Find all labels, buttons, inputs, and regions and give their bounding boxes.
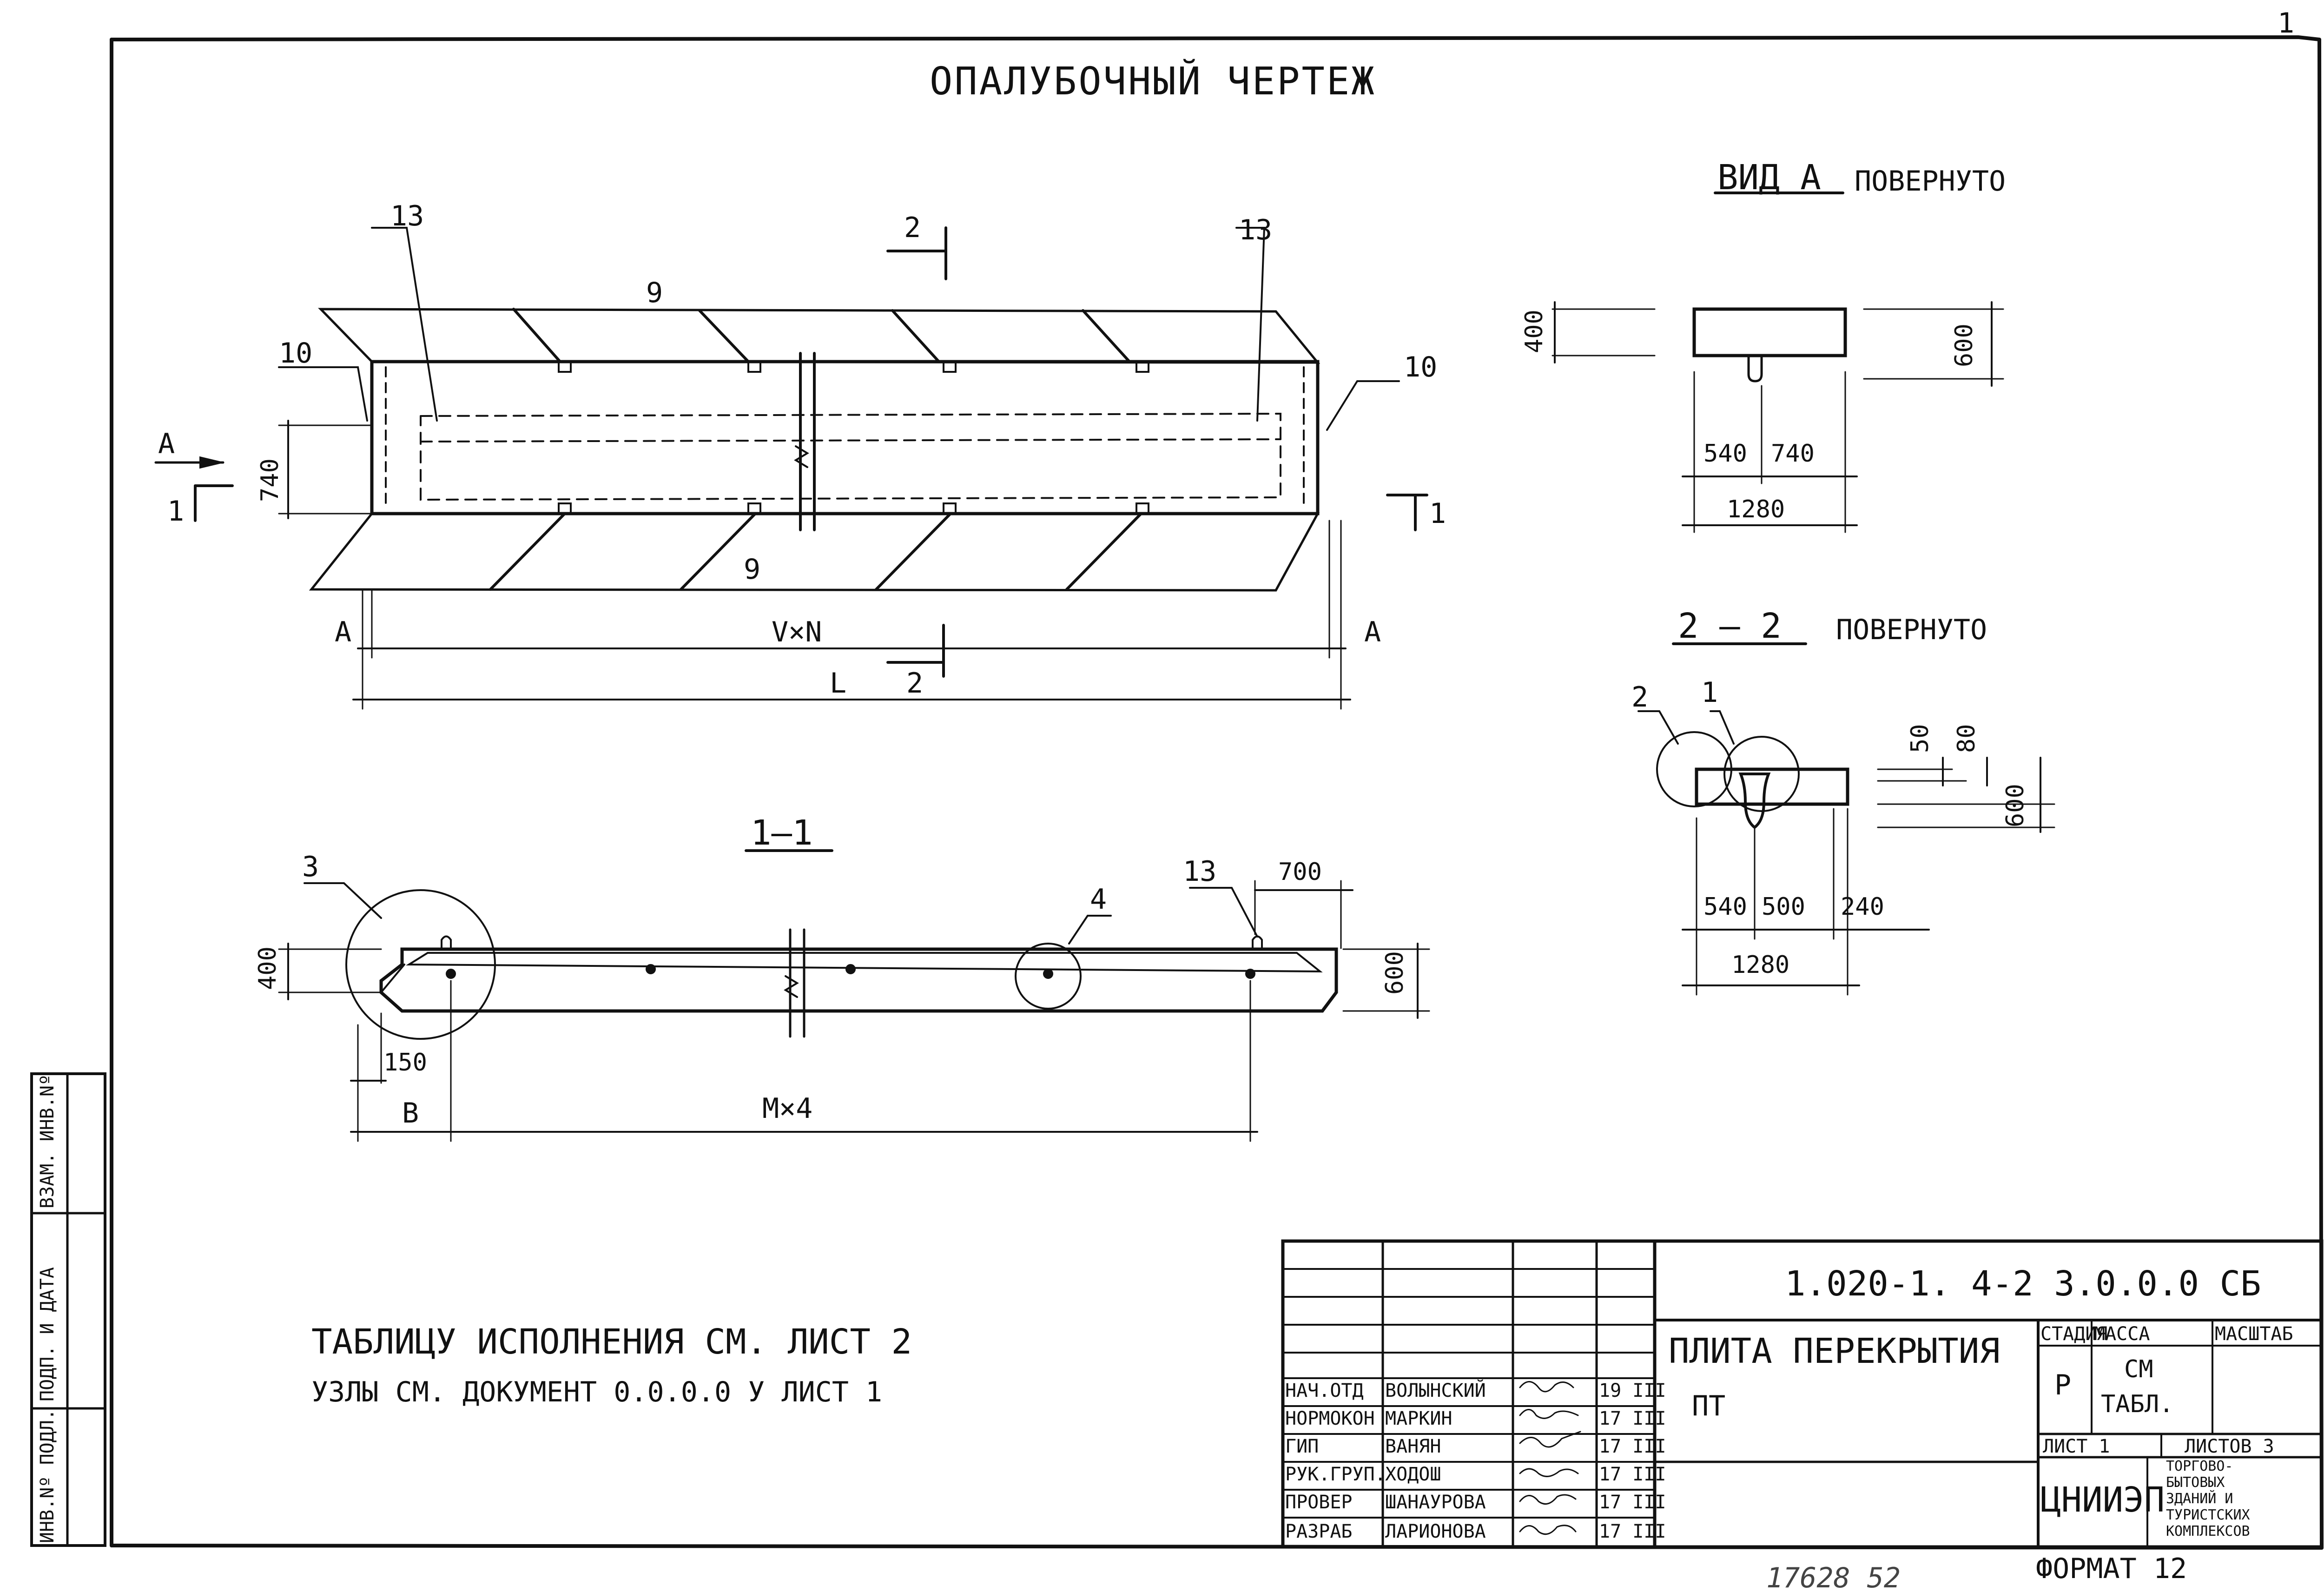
staff-role: НАЧ.ОТД [1285,1380,1364,1401]
s11-dim-600: 600 [1381,951,1409,995]
s22-dim-50: 50 [1906,724,1934,753]
section-2-2-title: 2 — 2 [1678,606,1782,646]
staff-name: ЛАРИОНОВА [1385,1521,1486,1542]
s22-dim-80: 80 [1953,724,1981,753]
staff-date: 17 III [1599,1464,1666,1485]
dim-700: 700 [1278,858,1322,886]
title-block-grid [1281,1239,2324,1549]
callout-13-section: 13 [1183,855,1217,888]
staff-role: РАЗРАБ [1285,1521,1353,1542]
view-a-title: ВИД А [1717,158,1821,198]
sheet-title: ОПАЛУБОЧНЫЙ ЧЕРТЕЖ [930,59,1376,104]
sheet-label: ЛИСТ 1 [2043,1436,2110,1457]
format-label: ФОРМАТ 12 [2036,1552,2187,1585]
view-a-dim-740: 740 [1771,440,1815,468]
staff-date: 19 III [1599,1380,1666,1401]
staff-date: 17 III [1599,1492,1666,1513]
label-10-right: 10 [1404,351,1438,383]
scale-header: МАСШТАБ [2215,1323,2293,1345]
stage-value: Р [2054,1369,2072,1401]
org-desc-2: БЫТОВЫХ [2166,1474,2225,1491]
s11-dim-400: 400 [254,946,282,990]
view-a-dim-1280: 1280 [1727,495,1785,523]
label-9-bottom: 9 [744,553,761,586]
stage-header: СТАДИЯ [2040,1323,2108,1345]
leader-13-left: 13 [390,200,424,232]
view-a-dim-600: 600 [1950,324,1978,367]
s22-dim-240: 240 [1841,893,1884,921]
org-desc-3: ЗДАНИЙ И [2166,1491,2233,1507]
dim-740-plan: 740 [256,458,284,502]
stamp-podp-data: ПОДП. И ДАТА [37,1267,58,1401]
section-1-1-drawing [278,849,1430,1142]
sheets-label: ЛИСТОВ 3 [2185,1436,2274,1457]
dim-l: L [830,667,847,700]
dim-mx4: M×4 [762,1092,813,1125]
section-2-mark-bottom: 2 [906,667,924,700]
callout-1: 1 [1701,676,1718,709]
section-2-mark-top: 2 [904,211,921,244]
dim-150: 150 [383,1049,427,1077]
callout-3: 3 [302,851,319,883]
s22-dim-600: 600 [2001,784,2029,827]
view-a-dim-540: 540 [1703,440,1747,468]
label-9-top: 9 [646,277,663,309]
callout-4: 4 [1090,883,1107,916]
view-a-dim-400: 400 [1520,310,1548,353]
arrow-a-label: A [158,428,175,460]
mass-value-2: ТАБЛ. [2101,1390,2174,1418]
dim-a-right: A [1364,616,1381,648]
note-line-2: УЗЛЫ СМ. ДОКУМЕНТ 0.0.0.0 У ЛИСТ 1 [311,1376,883,1408]
view-a-drawing [1552,192,2004,533]
staff-name: МАРКИН [1385,1408,1452,1429]
signatures [1519,1381,1581,1535]
dim-b: B [402,1097,419,1130]
mass-header: МАССА [2094,1323,2150,1345]
org-name: ЦНИИЭП [2040,1480,2165,1520]
staff-role: РУК.ГРУП. [1285,1464,1386,1485]
org-desc-5: КОМПЛЕКСОВ [2166,1523,2250,1539]
staff-role: НОРМОКОН [1285,1408,1375,1429]
staff-date: 17 III [1599,1521,1666,1542]
staff-date: 17 III [1599,1436,1666,1457]
item-name: ПЛИТА ПЕРЕКРЫТИЯ [1669,1331,2000,1371]
staff-role: ГИП [1285,1436,1319,1457]
section-1-mark-left: 1 [167,495,185,528]
label-10-left: 10 [279,337,313,370]
staff-name: ХОДОШ [1385,1464,1441,1485]
view-a-subtitle: ПОВЕРНУТО [1855,165,2006,198]
staff-date: 17 III [1599,1408,1666,1429]
stamp-inv-podl: ИНВ.Nº ПОДЛ. [37,1409,58,1543]
dim-vxn: V×N [772,616,822,648]
doc-code: 1.020-1. 4-2 3.0.0.0 СБ [1785,1264,2261,1304]
leader-13-right: 13 [1239,214,1273,246]
section-1-1-title: 1—1 [751,813,813,853]
dim-a-left: A [335,616,352,648]
staff-name: ВАНЯН [1385,1436,1441,1457]
section-1-mark-right: 1 [1429,497,1446,530]
mass-value-1: СМ [2124,1355,2153,1383]
s22-dim-540: 540 [1703,893,1747,921]
org-desc-1: ТОРГОВО- [2166,1458,2233,1474]
staff-role: ПРОВЕР [1285,1492,1353,1513]
note-line-1: ТАБЛИЦУ ИСПОЛНЕНИЯ СМ. ЛИСТ 2 [311,1322,912,1362]
archive-number: 17628 52 [1766,1562,1901,1592]
s22-dim-1280: 1280 [1731,951,1790,979]
staff-name: ВОЛЫНСКИЙ [1385,1380,1486,1401]
staff-name: ШАНАУРОВА [1385,1492,1486,1513]
callout-2: 2 [1631,681,1649,713]
plan-view [154,226,1428,710]
page-number: 1 [2278,7,2295,40]
item-code: ПТ [1692,1390,1726,1422]
s22-dim-500: 500 [1762,893,1805,921]
stamp-vzam-inv: ВЗАМ. ИНВ.Nº [37,1074,58,1209]
section-2-2-subtitle: ПОВЕРНУТО [1836,614,1987,646]
section-2-2-drawing [1637,642,2055,996]
org-desc-4: ТУРИСТСКИХ [2166,1507,2250,1523]
